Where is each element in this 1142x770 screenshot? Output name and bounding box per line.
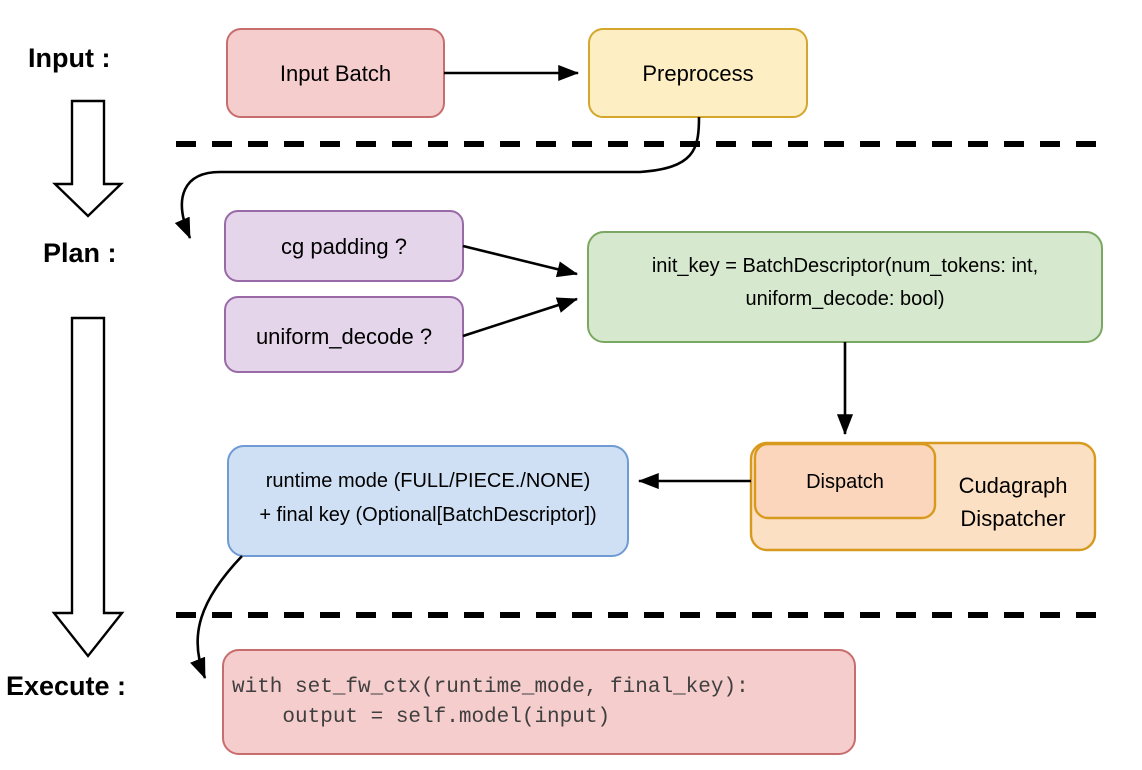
- input-to-plan-arrow: [52, 99, 124, 218]
- stage-label-input: Input :: [28, 43, 110, 73]
- node-uniform-decode-label: uniform_decode ?: [256, 324, 432, 349]
- node-init-key-label-line1: init_key = BatchDescriptor(num_tokens: i…: [652, 255, 1038, 277]
- node-uniform-decode[interactable]: [224, 296, 464, 373]
- connector-uniform-decode-to-init-key: [462, 297, 578, 338]
- stage-label-execute: Execute :: [6, 671, 126, 701]
- node-execute-code-line2: output = self.model(input): [232, 706, 610, 729]
- node-runtime-mode-label-line1: runtime mode (FULL/PIECE./NONE): [266, 470, 591, 492]
- plan-to-execute-arrow: [51, 316, 125, 658]
- node-runtime-mode-label-line2: + final key (Optional[BatchDescriptor]): [259, 504, 596, 526]
- stage-label-plan: Plan :: [43, 238, 117, 268]
- node-input-batch-label: Input Batch: [280, 61, 391, 86]
- connector-preprocess-to-cg-padding: [174, 116, 701, 239]
- node-execute-code[interactable]: [222, 649, 856, 755]
- node-cudagraph-dispatcher-label-line1: Cudagraph: [959, 473, 1068, 498]
- node-dispatch-label: Dispatch: [806, 471, 884, 493]
- connector-runtime-mode-to-execute-code: [190, 555, 243, 679]
- node-init-key[interactable]: [587, 231, 1103, 343]
- node-cudagraph-dispatcher-label-line2: Dispatcher: [960, 506, 1065, 531]
- connector-cg-padding-to-init-key: [462, 244, 579, 278]
- node-init-key-label-line2: uniform_decode: bool): [745, 288, 944, 310]
- node-execute-code-line1: with set_fw_ctx(runtime_mode, final_key)…: [232, 676, 749, 699]
- node-cg-padding-label: cg padding ?: [281, 234, 407, 259]
- node-dispatch[interactable]: [753, 442, 937, 520]
- node-runtime-mode[interactable]: [227, 445, 629, 557]
- node-preprocess-label: Preprocess: [642, 61, 753, 86]
